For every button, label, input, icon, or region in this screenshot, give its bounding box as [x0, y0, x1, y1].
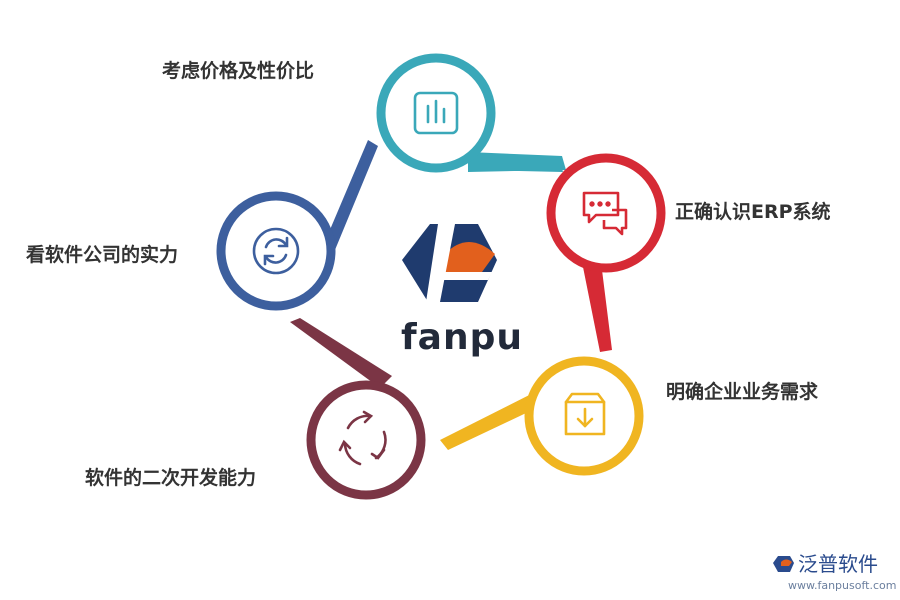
- maroon-connector: [290, 318, 392, 388]
- label-price-performance: 考虑价格及性价比: [162, 60, 315, 82]
- watermark-name: 泛普软件: [798, 552, 878, 576]
- watermark-logo-icon: [773, 556, 794, 572]
- brand-name: fanpu: [401, 317, 523, 358]
- logo-orange-swoosh: [444, 242, 495, 272]
- label-business-needs: 明确企业业务需求: [666, 381, 819, 403]
- cycle-arrows-icon: [338, 410, 387, 466]
- label-understand-erp: 正确认识ERP系统: [675, 201, 831, 223]
- red-node-ring: [546, 153, 666, 273]
- logo-white-stripe: [440, 272, 492, 280]
- refresh-icon: [252, 227, 300, 275]
- blue-node-ring: [216, 191, 336, 311]
- maroon-node-ring: [306, 380, 426, 500]
- logo-white-cut: [426, 224, 455, 302]
- label-secondary-development: 软件的二次开发能力: [85, 467, 257, 489]
- fanpu-logo: [402, 224, 497, 302]
- chat-bubbles-icon: [582, 191, 628, 236]
- label-vendor-strength: 看软件公司的实力: [26, 244, 179, 266]
- bar-chart-icon: [413, 91, 459, 135]
- blue-connector: [318, 140, 378, 262]
- teal-connector-fill: [468, 152, 566, 172]
- watermark-url: www.fanpusoft.com: [788, 579, 897, 592]
- download-box-icon: [564, 392, 606, 436]
